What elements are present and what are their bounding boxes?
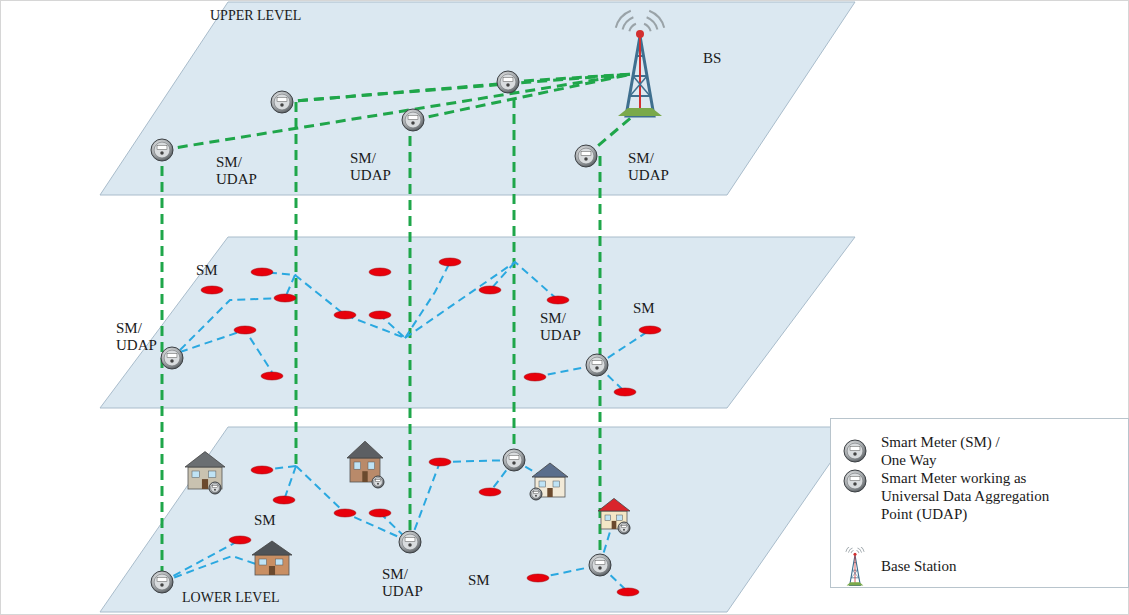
- smart-meter-icon: [497, 71, 519, 93]
- legend-symbol: [837, 467, 877, 507]
- level-or-meter-label: SM: [254, 512, 276, 529]
- legend-symbol: [837, 547, 877, 587]
- sensor-node: [334, 311, 356, 319]
- level-or-meter-label: LOWER LEVEL: [182, 590, 280, 606]
- level-or-meter-label: SM/ UDAP: [116, 320, 157, 355]
- level-or-meter-label: SM/ UDAP: [216, 154, 257, 189]
- house-icon: [532, 463, 568, 497]
- level-or-meter-label: SM/ UDAP: [628, 150, 669, 185]
- legend-text: Smart Meter working as Universal Data Ag…: [881, 469, 1073, 523]
- smart-meter-icon: [399, 531, 421, 553]
- legend-entry: Base Station: [831, 557, 1128, 575]
- mesh-link: [405, 262, 558, 338]
- sensor-node: [369, 268, 391, 276]
- sensor-node: [274, 294, 296, 302]
- level-or-meter-label: BS: [703, 50, 721, 67]
- sensor-node: [614, 388, 636, 396]
- smart-meter-icon: [209, 482, 221, 494]
- level-plane: [100, 427, 855, 612]
- smart-meter-icon: [503, 449, 525, 471]
- mesh-link: [162, 556, 268, 582]
- legend-text: Smart Meter (SM) / One Way: [881, 433, 1013, 469]
- base-station-icon: [615, 10, 665, 116]
- sensor-node: [429, 458, 451, 466]
- smart-meter-icon: [586, 354, 608, 376]
- house-icon: [252, 541, 292, 575]
- smart-meter-icon: [575, 145, 597, 167]
- smart-meter-icon: [530, 488, 542, 500]
- level-link: [295, 102, 298, 466]
- mesh-link: [284, 466, 296, 500]
- smart-meter-icon: [402, 109, 424, 131]
- level-or-meter-label: SM: [468, 572, 490, 589]
- mesh-link: [180, 272, 295, 350]
- sensor-node: [201, 286, 223, 294]
- legend-entry: Smart Meter (SM) / One Way: [831, 433, 1128, 469]
- sensor-node: [617, 588, 639, 596]
- smart-meter-icon: [589, 554, 611, 576]
- mesh-link: [410, 462, 440, 542]
- level-link: [161, 150, 164, 582]
- level-link: [409, 120, 412, 542]
- level-or-meter-label: SM/ UDAP: [350, 150, 391, 185]
- level-or-meter-label: SM/ UDAP: [382, 566, 423, 601]
- level-or-meter-label: SM/ UDAP: [540, 310, 581, 345]
- base-station-icon: [845, 547, 864, 585]
- wireless-link: [282, 74, 632, 102]
- mesh-link: [538, 565, 628, 592]
- sensor-node: [524, 373, 546, 381]
- mesh-link: [535, 365, 625, 392]
- legend-entry: Smart Meter working as Universal Data Ag…: [831, 469, 1128, 523]
- sensor-node: [527, 574, 549, 582]
- mesh-link: [162, 540, 240, 582]
- sensor-node: [639, 326, 661, 334]
- smart-meter-icon: [844, 440, 866, 462]
- smart-meter-icon: [161, 347, 183, 369]
- sensor-node: [273, 496, 295, 504]
- sensor-node: [334, 509, 356, 517]
- sensor-node: [479, 488, 501, 496]
- level-plane: [100, 237, 855, 408]
- mesh-link: [295, 275, 405, 338]
- sensor-node: [479, 286, 501, 294]
- sensor-node: [439, 258, 461, 266]
- smart-meter-icon: [271, 91, 293, 113]
- smart-meter-icon: [151, 571, 173, 593]
- sensor-node: [369, 509, 391, 517]
- sensor-node: [229, 536, 251, 544]
- legend-text: Base Station: [881, 557, 1081, 575]
- smart-meter-icon: [372, 476, 384, 488]
- level-or-meter-label: UPPER LEVEL: [210, 8, 301, 24]
- sensor-node: [234, 326, 256, 334]
- smart-meter-icon: [151, 139, 173, 161]
- mesh-link: [490, 262, 515, 290]
- smart-meter-icon: [844, 470, 866, 492]
- level-link: [513, 82, 516, 460]
- level-or-meter-label: SM: [196, 262, 218, 279]
- sensor-node: [369, 311, 391, 319]
- wireless-link: [162, 74, 632, 150]
- wireless-link: [413, 74, 632, 120]
- mesh-link: [405, 262, 450, 338]
- smart-meter-icon: [618, 522, 630, 534]
- level-or-meter-label: SM: [633, 300, 655, 317]
- sensor-node: [261, 372, 283, 380]
- level-plane: [100, 2, 855, 195]
- sensor-node: [547, 296, 569, 304]
- sensor-node: [251, 268, 273, 276]
- legend-box: Smart Meter (SM) / One WaySmart Meter wo…: [830, 418, 1129, 588]
- sensor-node: [251, 466, 273, 474]
